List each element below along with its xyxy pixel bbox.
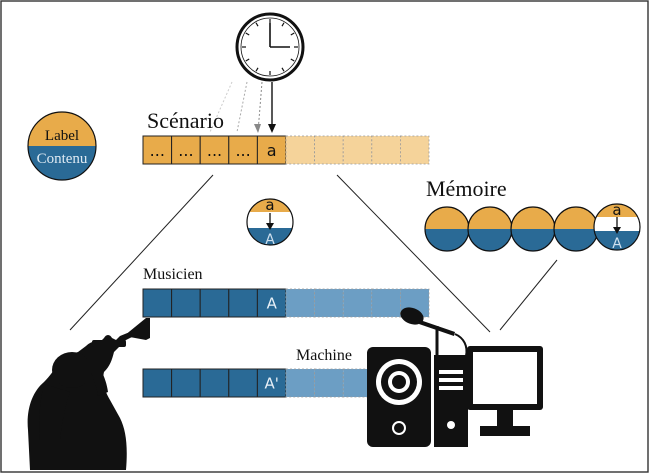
machine-cell (171, 368, 201, 398)
machine-cell-text: A' (265, 374, 279, 392)
musicien-cell (371, 288, 401, 318)
clock-arrows (209, 81, 276, 133)
musicien-cell (171, 288, 201, 318)
musicien-cell (342, 288, 373, 318)
machine-cell (199, 368, 230, 398)
clock-icon (235, 12, 305, 82)
scenario-cell (342, 135, 373, 165)
scenario-cell-text: a (267, 141, 277, 160)
scenario-cell (285, 135, 316, 165)
musicien-label: Musicien (143, 266, 203, 283)
machine-cell (228, 368, 258, 398)
memory-last-content: A (612, 236, 622, 252)
machine-cell (285, 368, 316, 398)
legend-content-text: Contenu (37, 151, 88, 167)
scenario-cell (256, 135, 287, 165)
scenario-label: Scénario (147, 108, 224, 133)
microphone-icon (400, 307, 468, 358)
scenario-cell (314, 135, 344, 165)
computer-icon (467, 346, 543, 436)
musicien-cell (256, 288, 287, 318)
machine-cell (256, 368, 287, 398)
center-badge-label: a (265, 196, 274, 214)
scenario-bar: ............ a (142, 135, 430, 165)
machine-cell (142, 368, 173, 398)
musicien-cell (228, 288, 258, 318)
scenario-cell-text: ... (150, 141, 165, 160)
memory-last-label: a (612, 201, 621, 219)
scenario-cell (399, 135, 430, 165)
center-badge: a A (246, 196, 294, 248)
line-memory-computer (499, 259, 558, 331)
musicien-cell (142, 288, 173, 318)
line-scenario-computer (336, 174, 491, 333)
scenario-cell (371, 135, 401, 165)
musicien-cell-text: A (267, 294, 278, 312)
connector-lines (69, 174, 558, 333)
scenario-cell (199, 135, 230, 165)
musicien-bar: A (142, 288, 430, 318)
memory-circles (424, 206, 599, 252)
computer-tower-icon (434, 355, 468, 447)
musicien-cell (199, 288, 230, 318)
legend-label-text: Label (45, 128, 79, 144)
scenario-cell-text: ... (235, 141, 250, 160)
trumpet-player-icon (27, 318, 150, 470)
scenario-cell-text: ... (207, 141, 222, 160)
machine-cell (314, 368, 344, 398)
memoire-label: Mémoire (426, 176, 507, 201)
musicien-cell (285, 288, 316, 318)
speaker-icon (367, 347, 431, 447)
scenario-cell (142, 135, 173, 165)
center-badge-content: A (265, 232, 275, 248)
musicien-cell (314, 288, 344, 318)
memory-last-badge: a A (593, 201, 641, 252)
machine-label: Machine (296, 347, 352, 364)
scenario-cell-text: ... (178, 141, 193, 160)
line-scenario-musician (69, 174, 214, 331)
